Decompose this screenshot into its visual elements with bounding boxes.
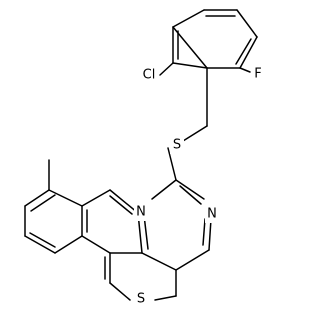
- bond: [54, 235, 83, 254]
- bond: [30, 194, 56, 212]
- chemical-structure-diagram: Cl F S N N S: [24, 9, 265, 308]
- bond: [208, 218, 212, 251]
- fluorine-atom: F: [251, 65, 265, 83]
- bond: [109, 195, 133, 215]
- bond: [202, 218, 206, 246]
- bond: [236, 9, 258, 38]
- bond: [24, 235, 56, 254]
- svg-text:S: S: [173, 138, 181, 153]
- bond: [235, 38, 252, 65]
- bond: [159, 62, 174, 76]
- svg-text:N: N: [207, 207, 217, 222]
- bond: [81, 235, 111, 254]
- bond: [182, 125, 208, 142]
- bond: [172, 62, 208, 69]
- nitrogen-right-atom: N: [205, 205, 219, 223]
- bond: [154, 295, 177, 301]
- bond: [179, 185, 202, 205]
- chlorine-atom: Cl: [139, 66, 159, 84]
- bond: [81, 189, 111, 207]
- svg-text:F: F: [254, 67, 261, 82]
- bond-layer: [24, 9, 258, 301]
- nitrogen-left-atom: N: [134, 203, 148, 221]
- bond: [109, 189, 139, 214]
- bond: [167, 147, 177, 181]
- atom-labels: Cl F S N N S: [134, 65, 265, 308]
- bond: [175, 179, 205, 200]
- bond: [151, 179, 177, 200]
- svg-text:S: S: [137, 292, 145, 307]
- sulfur-ring-atom: S: [134, 290, 148, 308]
- bond: [48, 189, 83, 207]
- svg-text:Cl: Cl: [143, 68, 156, 83]
- bond: [239, 67, 251, 73]
- bond: [239, 36, 258, 69]
- sulfur-thioether-atom: S: [170, 136, 184, 154]
- bond: [29, 232, 56, 248]
- bond: [24, 189, 50, 207]
- bond: [141, 252, 177, 271]
- svg-text:N: N: [136, 205, 146, 220]
- bond: [175, 249, 210, 271]
- bond: [172, 9, 205, 28]
- bond: [109, 282, 131, 301]
